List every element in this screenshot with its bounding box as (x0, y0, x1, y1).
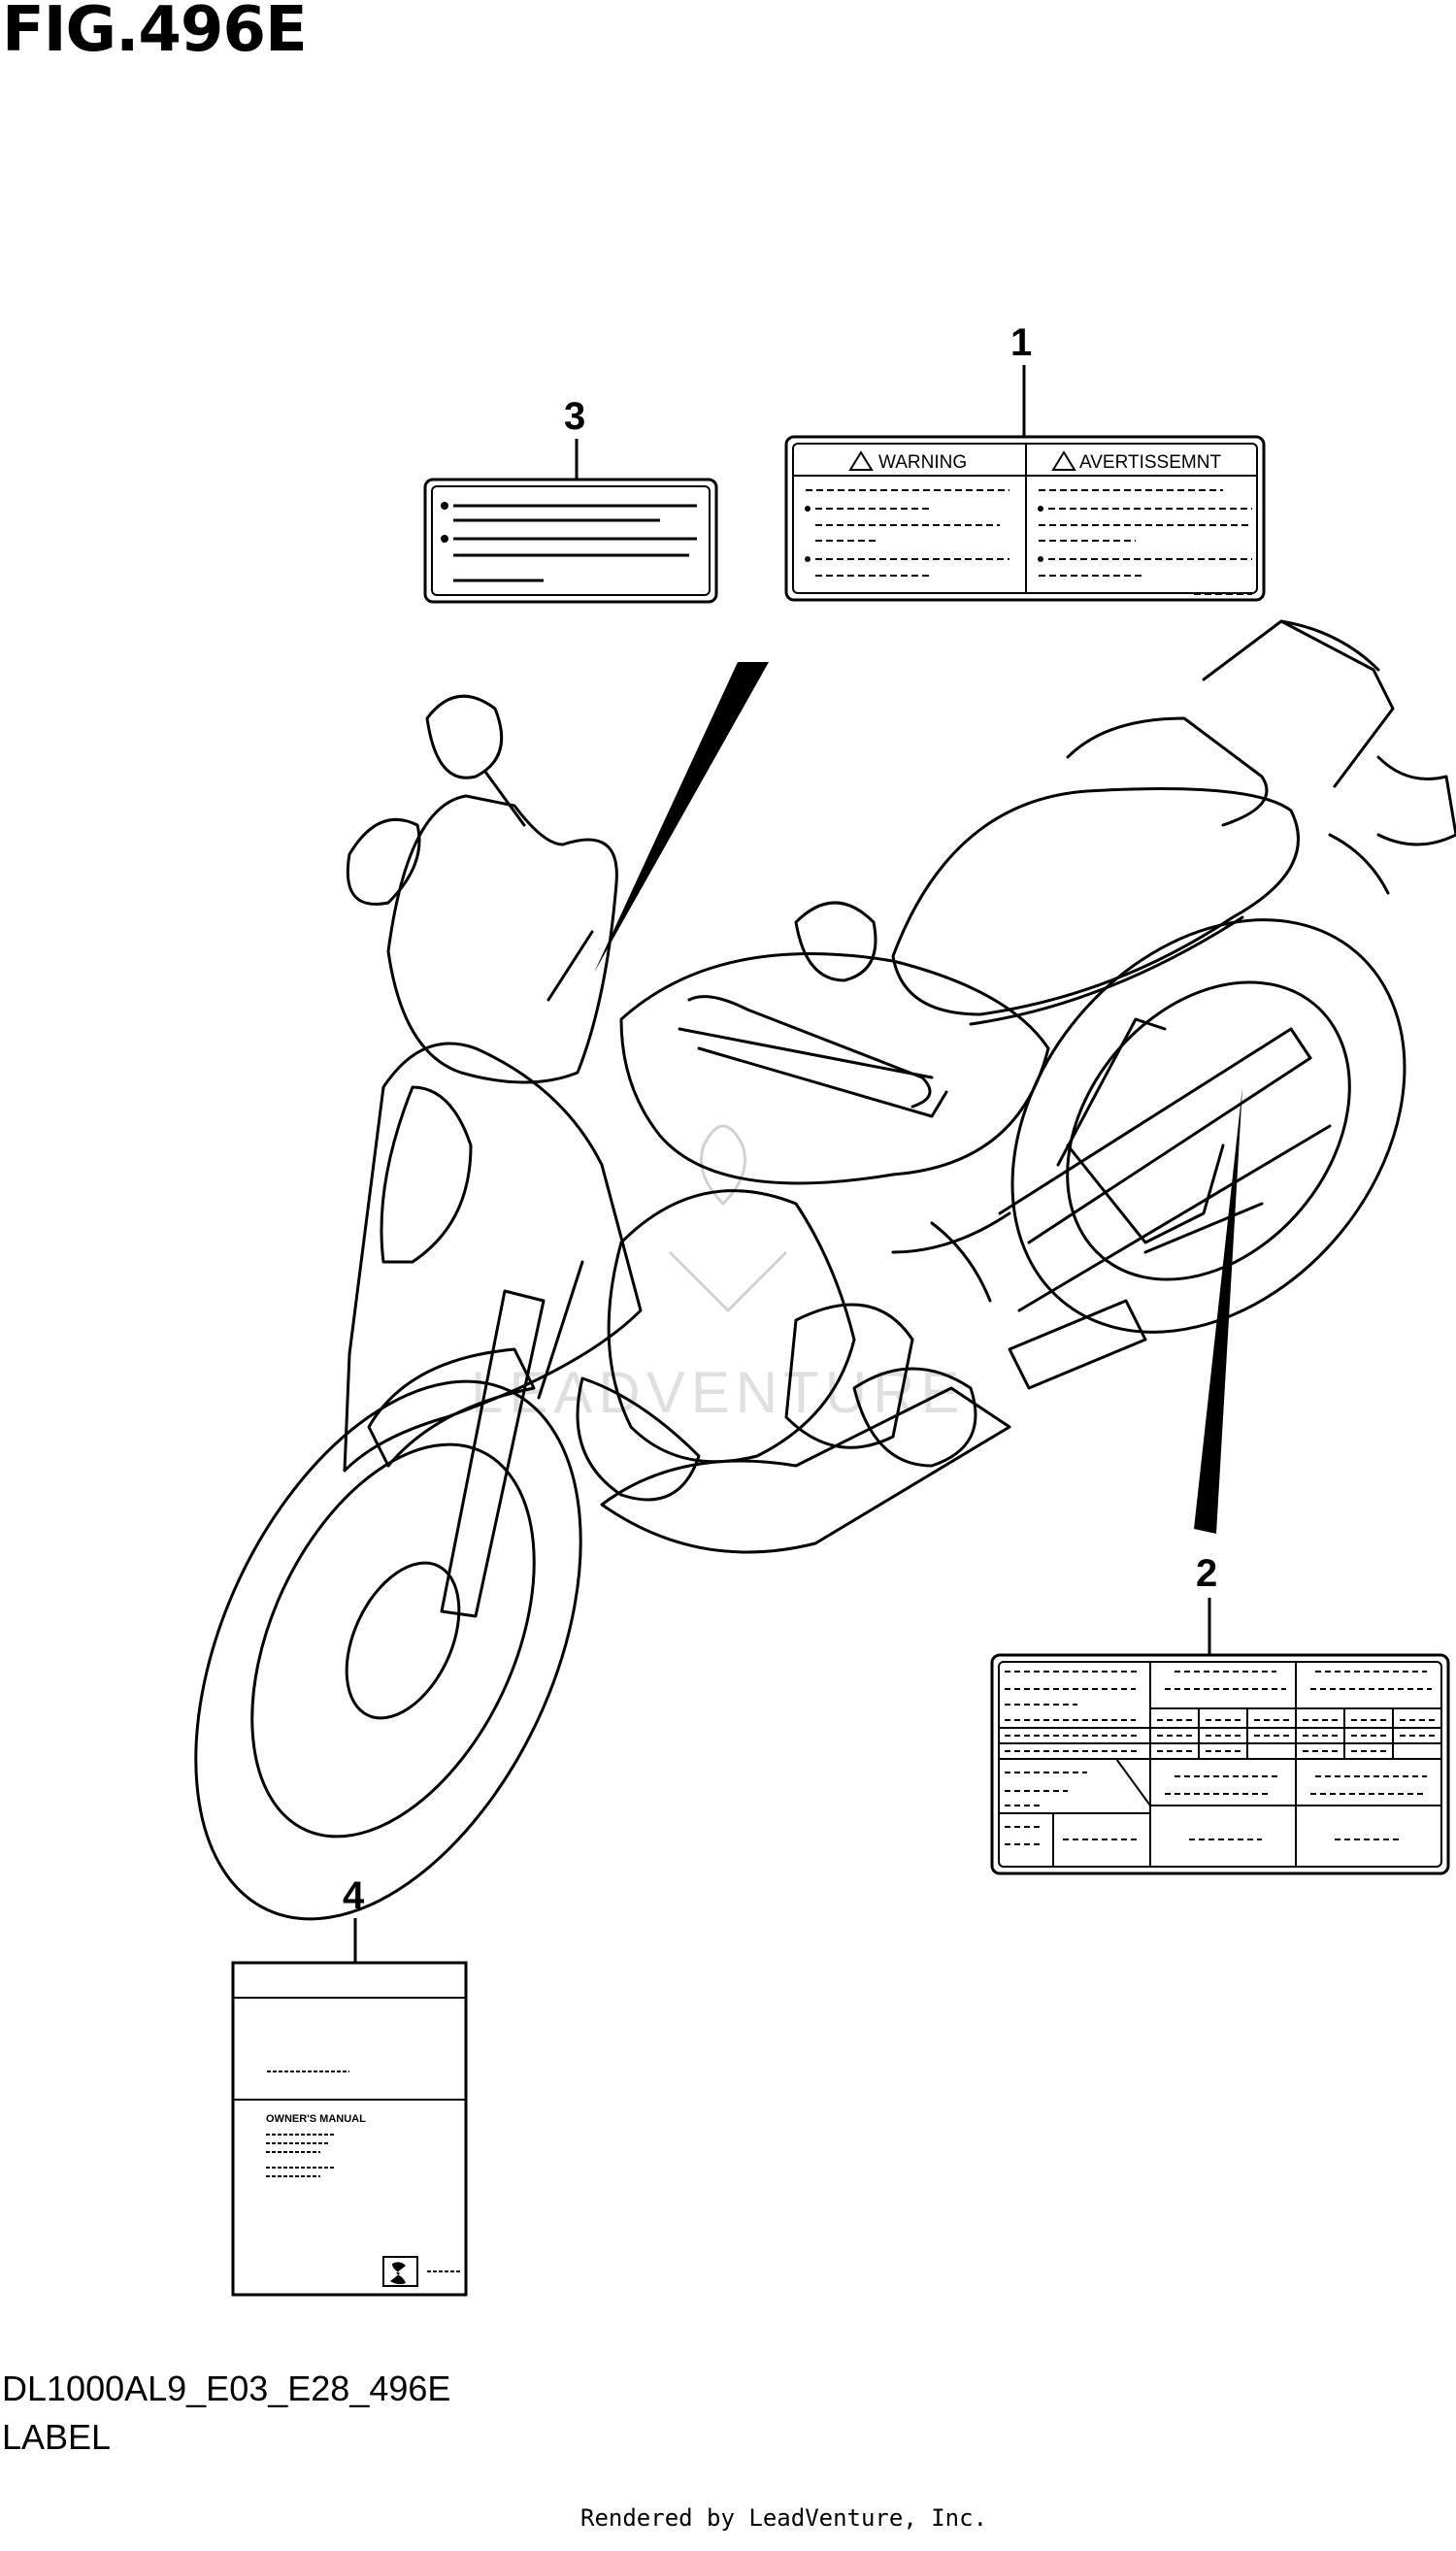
callout-number-4: 4 (343, 1874, 365, 1917)
figure-title: FIG.496E (2, 0, 308, 66)
watermark-text: LEADVENTURE (471, 1360, 965, 1425)
label-3-info-decal (423, 478, 718, 604)
label-1-left-heading: WARNING (878, 452, 967, 473)
model-code: DL1000AL9_E03_E28_496E (2, 2369, 451, 2408)
warning-triangle-icon (848, 450, 874, 471)
label-2-tire-information-decal (990, 1653, 1450, 1875)
callout-number-1: 1 (1010, 321, 1032, 364)
leader-arrow-3 (594, 662, 769, 973)
leader-arrows (594, 662, 1242, 1534)
label-1-right-heading: AVERTISSEMNT (1079, 452, 1221, 473)
callout-number-2: 2 (1196, 1552, 1217, 1595)
owners-manual-booklet: OWNER'S MANUAL (231, 1961, 468, 2297)
callout-number-3: 3 (564, 395, 585, 438)
warning-triangle-icon (1051, 450, 1076, 471)
render-credit: Rendered by LeadVenture, Inc. (580, 2504, 988, 2532)
leader-arrow-2 (1194, 1087, 1242, 1534)
figure-caption: LABEL (2, 2417, 112, 2457)
watermark-logo (668, 1124, 788, 1313)
label-1-warning-decal: WARNING AVERTISSEMNT (784, 435, 1266, 602)
manual-cover-title: OWNER'S MANUAL (266, 2113, 366, 2125)
motorcycle-drawing (194, 619, 1456, 1921)
